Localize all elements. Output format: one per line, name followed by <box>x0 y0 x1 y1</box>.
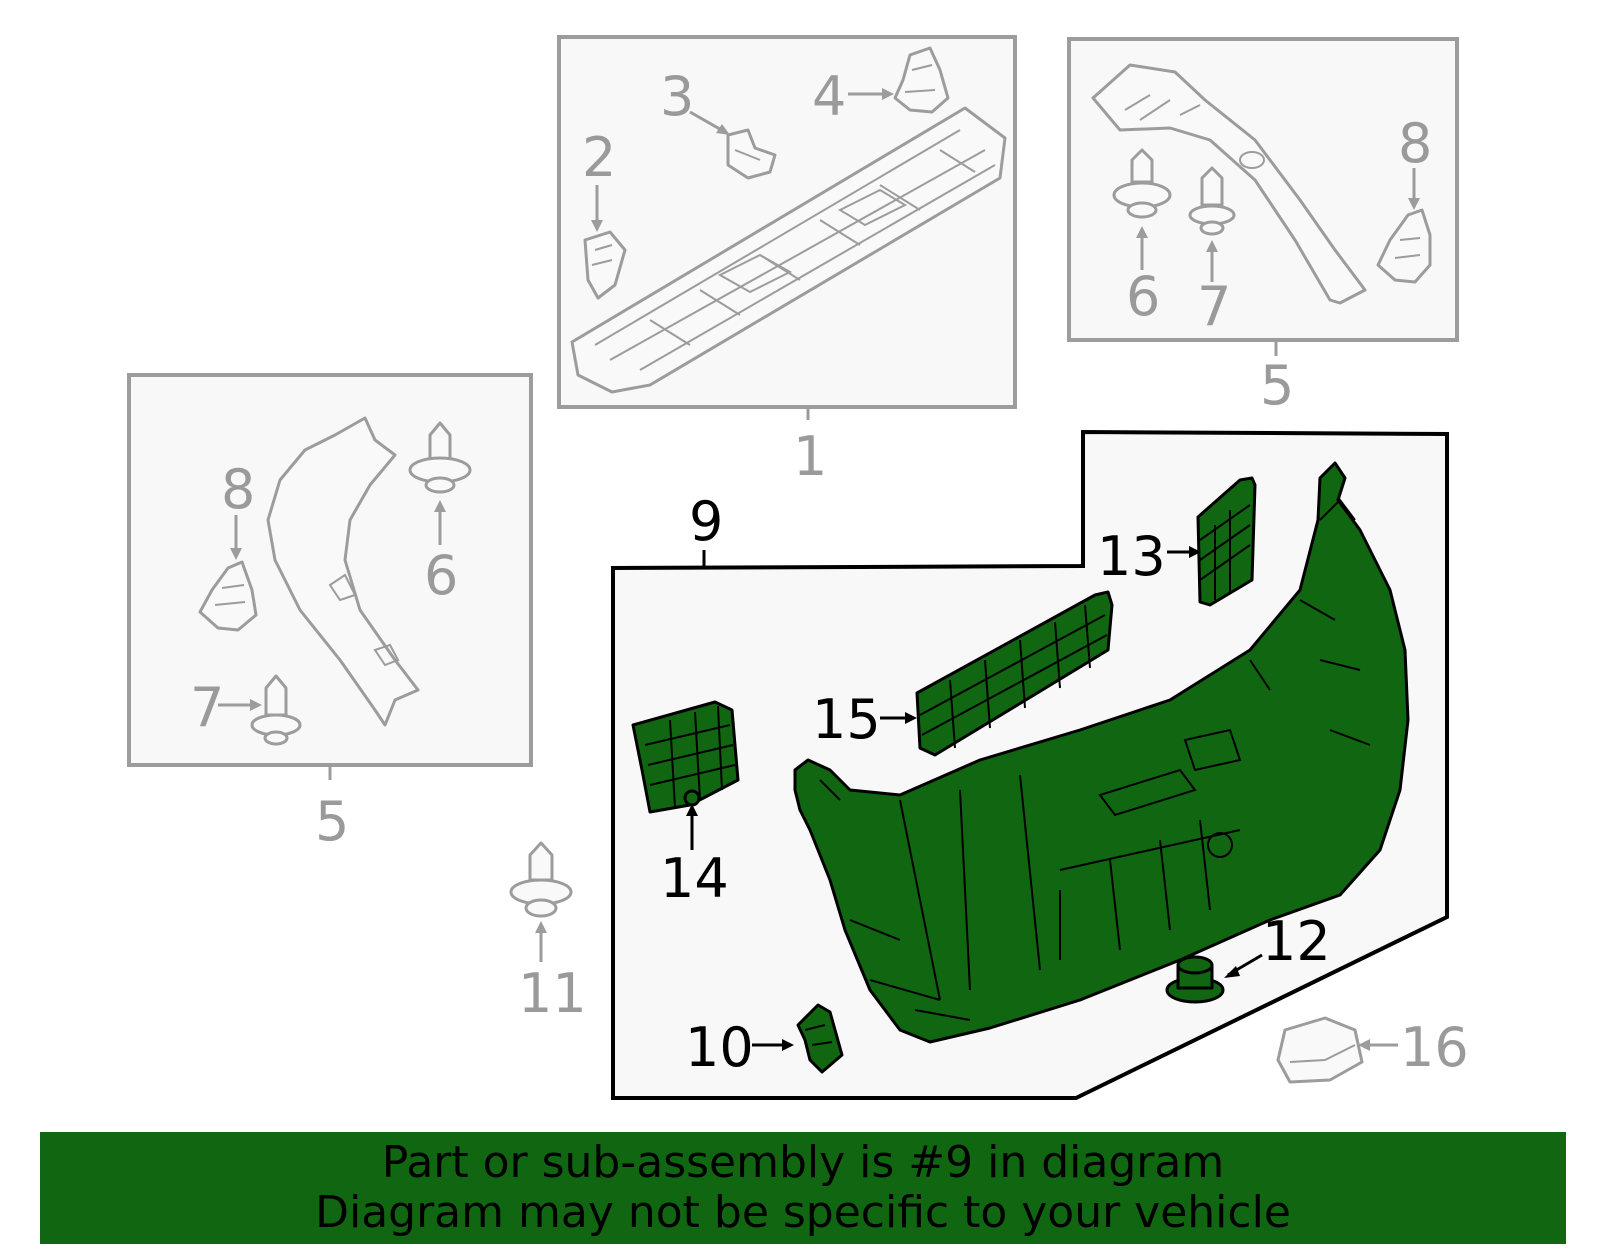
callout-5-left[interactable]: 5 <box>315 790 349 853</box>
part-13-grille-insert[interactable] <box>1196 476 1257 607</box>
callout-6-right[interactable]: 6 <box>1126 265 1160 328</box>
part-1-trim-panel[interactable] <box>570 106 1007 394</box>
callout-9[interactable]: 9 <box>689 490 723 553</box>
part-8-clip-left[interactable] <box>198 560 258 632</box>
part-7-pin-right[interactable] <box>1188 166 1236 236</box>
part-12-grommet[interactable] <box>1165 955 1225 1004</box>
callout-7-left[interactable]: 7 <box>190 676 224 739</box>
callout-10[interactable]: 10 <box>685 1016 754 1079</box>
callout-13[interactable]: 13 <box>1097 525 1166 588</box>
callout-2[interactable]: 2 <box>582 126 616 189</box>
part-6-push-pin-right[interactable] <box>1112 148 1172 219</box>
part-10-clip[interactable] <box>796 1003 844 1074</box>
part-9-liftgate-trim-panel[interactable] <box>793 461 1410 1044</box>
info-banner: Part or sub-assembly is #9 in diagram Di… <box>40 1132 1566 1244</box>
part-5-pillar-trim-left[interactable] <box>266 416 420 727</box>
callout-16[interactable]: 16 <box>1400 1016 1469 1079</box>
part-5-pillar-trim-right[interactable] <box>1091 63 1367 305</box>
callout-3[interactable]: 3 <box>660 65 694 128</box>
part-7-pin-left[interactable] <box>250 674 302 746</box>
part-14-side-grille[interactable] <box>631 700 740 814</box>
callout-11[interactable]: 11 <box>518 962 587 1025</box>
part-2-clip[interactable] <box>583 230 627 300</box>
part-3-clip[interactable] <box>726 128 777 180</box>
part-16-cap[interactable] <box>1276 1016 1364 1084</box>
callout-6-left[interactable]: 6 <box>424 544 458 607</box>
callout-4[interactable]: 4 <box>812 65 846 128</box>
part-15-grille-insert[interactable] <box>915 590 1114 757</box>
part-11-push-pin[interactable] <box>509 841 573 918</box>
callout-7-right[interactable]: 7 <box>1197 275 1231 338</box>
part-4-clip[interactable] <box>893 46 950 114</box>
callout-12[interactable]: 12 <box>1262 910 1331 973</box>
callout-8-left[interactable]: 8 <box>221 458 255 521</box>
banner-line-part-info: Part or sub-assembly is #9 in diagram <box>381 1137 1225 1188</box>
part-6-push-pin-left[interactable] <box>408 421 472 494</box>
callout-14[interactable]: 14 <box>660 847 729 910</box>
callout-8-right[interactable]: 8 <box>1398 112 1432 175</box>
part-8-clip-right[interactable] <box>1376 208 1432 284</box>
callout-5-right[interactable]: 5 <box>1260 354 1294 417</box>
callout-1[interactable]: 1 <box>793 425 827 488</box>
callout-15[interactable]: 15 <box>812 688 881 751</box>
banner-line-disclaimer: Diagram may not be specific to your vehi… <box>315 1187 1291 1238</box>
